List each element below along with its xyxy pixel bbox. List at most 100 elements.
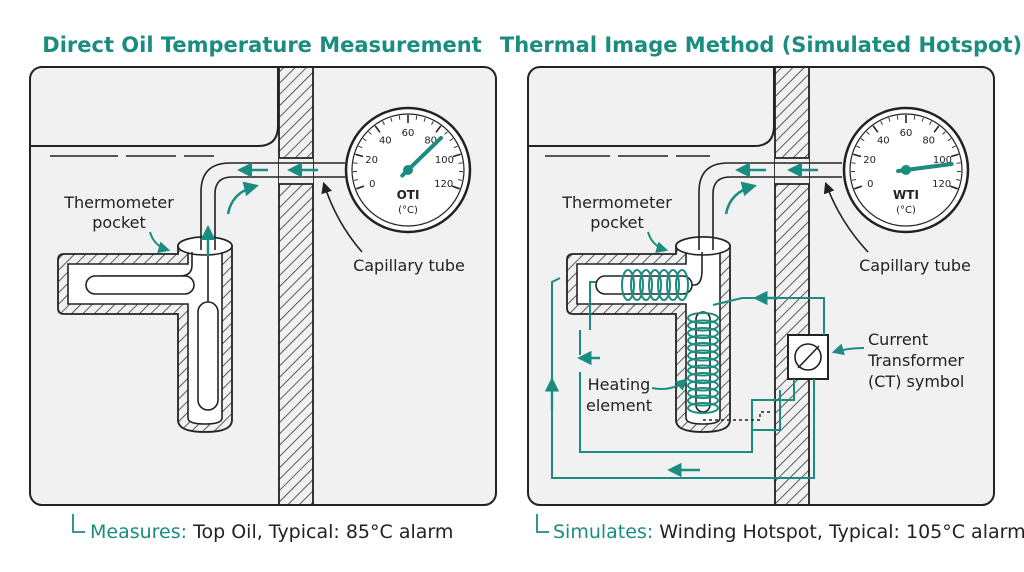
left-vertical-bulb (197, 301, 219, 411)
wti-unit: (°C) (896, 205, 916, 216)
coil-loop (687, 357, 719, 369)
gauge-tick-label: 100 (435, 155, 454, 166)
gauge-tick-label: 40 (379, 136, 392, 147)
left-tank-wall (278, 66, 314, 506)
coil-loop (687, 349, 719, 362)
gauge-tick-label: 20 (863, 155, 876, 166)
gauge-tick (458, 162, 463, 164)
ct-label-3: (CT) symbol (868, 372, 964, 391)
right-title: Thermal Image Method (Simulated Hotspot) (500, 33, 1022, 57)
gauge-tick-label: 60 (402, 128, 415, 139)
gauge-tick (368, 131, 372, 135)
ct-label-2: Transformer (867, 351, 964, 370)
coil-loop (687, 387, 719, 399)
gauge-tick (854, 185, 863, 190)
coil-loop (687, 327, 719, 339)
gauge-tick (942, 131, 946, 135)
gauge-tick (423, 117, 426, 122)
gauge-tick (355, 153, 364, 158)
gauge-tick-label: 0 (867, 179, 873, 190)
left-capillary-label: Capillary tube (353, 256, 465, 275)
left-pocket-label-1: Thermometer (63, 193, 174, 212)
gauge-tick (851, 162, 856, 164)
left-sensing-bulb (85, 275, 195, 295)
coil-loop (621, 269, 635, 301)
gauge-tick (444, 131, 448, 135)
gauge-tick (449, 138, 454, 142)
right-flow-arrows (724, 162, 818, 215)
gauge-tick (374, 125, 381, 133)
heating-label-1: Heating (588, 375, 651, 394)
gauge-tick (913, 115, 916, 120)
gauge-tick (896, 115, 899, 120)
coil-loop (639, 269, 653, 301)
coil-loop (657, 269, 671, 301)
gauge-tick (451, 185, 460, 190)
gauge-tick-label: 120 (932, 179, 951, 190)
right-tank-cover (528, 67, 775, 147)
right-bulb-coil (621, 269, 689, 301)
left-flow-arrows (200, 162, 318, 256)
gauge-tick-label: 40 (877, 136, 890, 147)
gauge-tick (921, 117, 924, 122)
heating-label-2: element (586, 396, 652, 415)
heating-leader (651, 378, 688, 391)
gauge-tick (929, 121, 932, 125)
left-caption: Measures: Top Oil, Typical: 85°C alarm (90, 521, 453, 543)
right-diagram: Thermal Image Method (Simulated Hotspot) (500, 33, 1024, 543)
right-pocket-label-1: Thermometer (561, 193, 672, 212)
wti-label: WTI (893, 188, 919, 202)
gauge-tick (950, 153, 959, 158)
gauge-tick-label: 120 (434, 179, 453, 190)
gauge-tick (880, 121, 883, 125)
coil-loop (687, 364, 719, 377)
gauge-tick (362, 138, 367, 142)
gauge-tick (398, 115, 401, 120)
gauge-tick (458, 179, 463, 181)
right-ct-circuit (544, 277, 829, 479)
gauge-tick (888, 117, 891, 122)
left-pocket-label-2: pocket (92, 213, 146, 232)
coil-loop (687, 372, 719, 384)
gauge-tick (856, 145, 861, 149)
gauge-tick (353, 162, 358, 164)
gauge-tick (860, 138, 865, 142)
coil-loop (687, 379, 719, 392)
gauge-tick (390, 117, 393, 122)
gauge-tick (872, 125, 879, 133)
oti-unit: (°C) (398, 205, 418, 216)
gauge-tick (947, 138, 952, 142)
right-caption-bracket (536, 514, 549, 533)
left-capillary-tube (200, 162, 345, 250)
coil-loop (630, 269, 644, 301)
coil-loop (666, 269, 680, 301)
right-capillary-label: Capillary tube (859, 256, 971, 275)
gauge-tick (382, 121, 385, 125)
gauge-tick (431, 121, 434, 125)
right-heating-element (687, 312, 719, 414)
left-caption-bracket (72, 514, 85, 533)
gauge-tick (951, 145, 956, 149)
coil-loop (687, 402, 719, 414)
gauge-tick (853, 153, 862, 158)
coil-loop (687, 312, 719, 324)
gauge-tick-label: 80 (424, 136, 437, 147)
right-capillary-leader (823, 181, 869, 253)
left-tank-cover (30, 67, 279, 147)
ct-leader (831, 343, 865, 356)
left-pocket-leader (149, 231, 171, 254)
coil-loop (687, 394, 719, 407)
gauge-tick-label: 80 (922, 136, 935, 147)
right-caption-value: Winding Hotspot, Typical: 105°C alarm (653, 521, 1024, 543)
right-pocket-leader (647, 231, 669, 254)
left-diagram: Direct Oil Temperature Measurement (29, 33, 497, 543)
right-tank-wall (774, 66, 810, 506)
left-title: Direct Oil Temperature Measurement (42, 33, 481, 57)
left-caption-value: Top Oil, Typical: 85°C alarm (187, 521, 453, 543)
gauge-tick (866, 131, 870, 135)
coil-loop (687, 319, 719, 332)
gauge-tick-label: 0 (369, 179, 375, 190)
gauge-tick (453, 145, 458, 149)
coil-loop (687, 334, 719, 347)
